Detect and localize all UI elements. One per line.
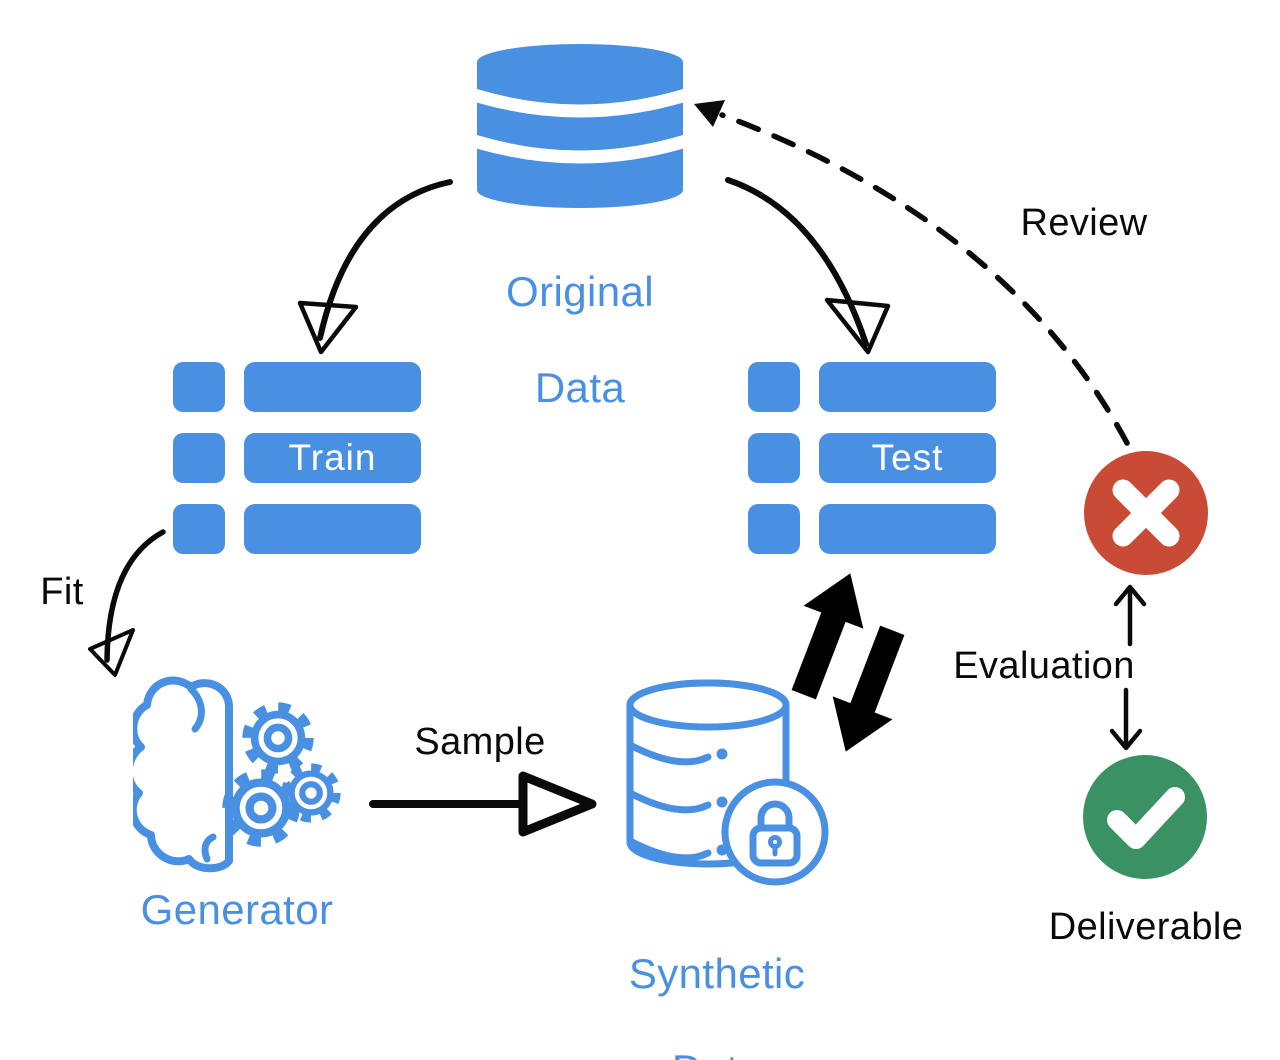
table-row: Test	[748, 433, 996, 483]
evaluation-label: Evaluation	[953, 645, 1135, 687]
sample-label: Sample	[414, 721, 546, 763]
check-circle-icon	[1083, 755, 1207, 879]
synthetic-data-label: Synthetic Data	[628, 949, 806, 1060]
generator-label: Generator	[140, 886, 334, 933]
fit-label: Fit	[40, 571, 84, 613]
test-label: Test	[871, 437, 944, 478]
table-row: Train	[173, 433, 421, 483]
original-data-label: Original Data	[506, 267, 654, 411]
rejected-badge	[1081, 448, 1211, 583]
table-row	[748, 504, 996, 554]
split-train-arrow	[297, 179, 453, 355]
lock-icon	[721, 778, 829, 886]
locked-database-icon	[626, 679, 829, 886]
table-row	[748, 362, 996, 412]
node-generator	[124, 673, 343, 888]
review-label: Review	[1020, 202, 1148, 244]
deliverable-badge	[1080, 752, 1210, 887]
node-original-data	[477, 44, 683, 213]
table-row	[173, 362, 421, 412]
database-icon	[477, 44, 683, 208]
evaluation-up-arrow	[1113, 584, 1147, 647]
node-synthetic-data	[620, 672, 835, 897]
test-table-icon: Test	[748, 362, 996, 554]
deliverable-label: Deliverable	[1048, 906, 1244, 948]
evaluation-down-arrow	[1109, 687, 1143, 751]
split-test-arrow	[725, 177, 891, 355]
brain-gears-icon	[124, 676, 343, 873]
sample-arrow	[369, 771, 597, 837]
table-row	[173, 504, 421, 554]
train-table-icon: Train	[173, 362, 421, 554]
cross-circle-icon	[1084, 451, 1208, 575]
train-label: Train	[288, 437, 377, 478]
